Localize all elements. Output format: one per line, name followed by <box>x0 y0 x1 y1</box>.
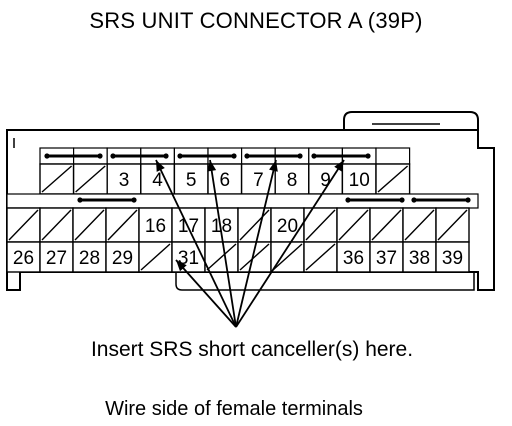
terminal-cell-middle-5: 17 <box>171 207 206 243</box>
terminal-cell-middle-3 <box>105 207 140 243</box>
blank-terminal-slash <box>305 209 336 241</box>
pin-number: 27 <box>46 248 67 269</box>
short-bar <box>411 197 471 203</box>
pointer-arrow <box>155 159 237 328</box>
blank-terminal-slash <box>239 209 270 241</box>
terminal-cell-middle-7 <box>237 207 272 243</box>
terminal-cell-middle-10 <box>336 207 371 243</box>
pin-number: 7 <box>253 170 264 191</box>
terminal-cell-top-4: 5 <box>173 163 209 195</box>
terminal-cell-bottom-10: 36 <box>336 241 371 273</box>
blank-terminal-slash <box>239 243 270 271</box>
blank-terminal-slash <box>437 209 468 241</box>
pointer-arrow <box>207 159 237 328</box>
terminal-cell-bottom-9 <box>303 241 338 273</box>
short-bar <box>177 153 237 159</box>
pin-number: 18 <box>211 216 232 237</box>
terminal-cell-top-1 <box>72 163 108 195</box>
terminal-cell-middle-1 <box>39 207 74 243</box>
pointer-arrow <box>175 259 237 328</box>
blank-terminal-slash <box>75 165 106 193</box>
blank-terminal-slash <box>74 209 105 241</box>
terminal-cell-bottom-4 <box>138 241 173 273</box>
terminal-cell-top-10 <box>375 163 411 195</box>
terminal-cell-middle-2 <box>72 207 107 243</box>
pin-number: 10 <box>349 170 370 191</box>
pin-number: 28 <box>79 248 100 269</box>
terminal-cell-middle-8: 20 <box>270 207 305 243</box>
pin-number: 3 <box>119 170 130 191</box>
canceller-pointers <box>155 159 345 328</box>
pin-number: 26 <box>13 248 34 269</box>
terminal-cell-bottom-12: 38 <box>402 241 437 273</box>
pin-number: 16 <box>145 216 166 237</box>
pin-number: 37 <box>376 248 397 269</box>
terminal-cell-middle-12 <box>402 207 437 243</box>
blank-terminal-slash <box>377 165 409 193</box>
blank-terminal-slash <box>8 209 39 241</box>
pin-number: 8 <box>287 170 298 191</box>
pin-number: 20 <box>277 216 298 237</box>
short-bar <box>345 197 405 203</box>
pin-number: 38 <box>409 248 430 269</box>
terminal-cell-middle-4: 16 <box>138 207 173 243</box>
terminal-cell-bottom-2: 28 <box>72 241 107 273</box>
short-bars <box>44 153 471 203</box>
terminal-cell-bottom-5: 31 <box>171 241 206 273</box>
terminal-grid: 3 4 5 6 7 8 9 10 161718 20 26 27 28 29 31 36 37 38 39 <box>6 147 479 273</box>
connector-housing <box>6 111 495 291</box>
short-bar <box>244 153 303 159</box>
terminal-cell-bottom-8 <box>270 241 305 273</box>
pin-number: 5 <box>186 170 197 191</box>
blank-terminal-slash <box>41 209 72 241</box>
terminal-cell-top-0 <box>39 163 75 195</box>
blank-terminal-slash <box>206 243 237 271</box>
instruction-text: Insert SRS short canceller(s) here. <box>90 338 414 361</box>
blank-terminal-slash <box>140 243 171 271</box>
terminal-cell-bottom-13: 39 <box>435 241 470 273</box>
terminal-cell-bottom-3: 29 <box>105 241 140 273</box>
short-bar <box>77 197 137 203</box>
blank-terminal-slash <box>371 209 402 241</box>
pin-number: 4 <box>152 170 163 191</box>
terminal-cell-middle-11 <box>369 207 404 243</box>
short-bar <box>44 153 103 159</box>
terminal-cell-middle-0 <box>6 207 41 243</box>
short-bar <box>311 153 371 159</box>
blank-terminal-slash <box>41 165 73 193</box>
pin-number: 9 <box>320 170 331 191</box>
pointer-arrow <box>235 159 278 328</box>
pointer-arrow <box>235 159 345 328</box>
terminal-cell-middle-13 <box>435 207 470 243</box>
terminal-cell-top-7: 8 <box>274 163 310 195</box>
pin-number: 29 <box>112 248 133 269</box>
blank-terminal-slash <box>404 209 435 241</box>
blank-terminal-slash <box>107 209 138 241</box>
pin-number: 36 <box>343 248 364 269</box>
terminal-cell-bottom-6 <box>204 241 239 273</box>
terminal-cell-top-9: 10 <box>341 163 377 195</box>
footer-note: Wire side of female terminals <box>105 398 363 420</box>
blank-terminal-slash <box>305 243 336 271</box>
diagram-title: SRS UNIT CONNECTOR A (39P) <box>89 8 423 33</box>
terminal-cell-top-2: 3 <box>106 163 142 195</box>
pin-number: 39 <box>442 248 463 269</box>
terminal-cell-bottom-1: 27 <box>39 241 74 273</box>
blank-terminal-slash <box>272 243 303 271</box>
short-bar <box>110 153 169 159</box>
terminal-cell-bottom-0: 26 <box>6 241 41 273</box>
pin-number: 6 <box>220 170 231 191</box>
blank-terminal-slash <box>338 209 369 241</box>
terminal-cell-bottom-11: 37 <box>369 241 404 273</box>
